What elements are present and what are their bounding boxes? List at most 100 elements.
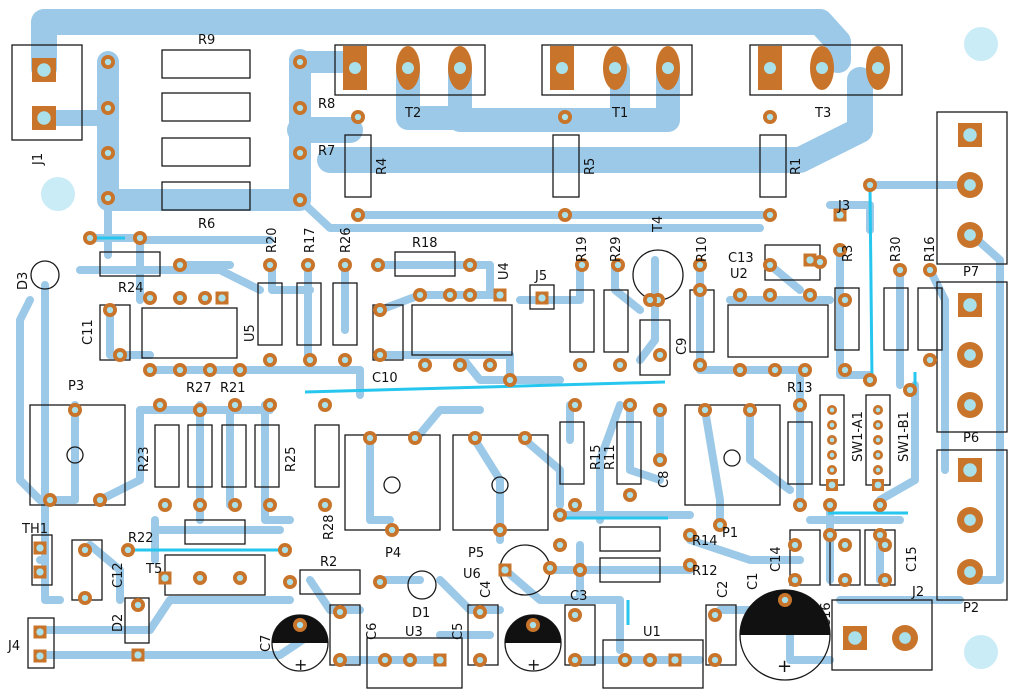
drill-hole [406, 656, 414, 664]
drill-hole [781, 596, 789, 604]
drill-hole [686, 531, 694, 539]
drill-hole [556, 541, 564, 549]
drill-hole [471, 434, 479, 442]
label-c1: C1 [746, 573, 761, 590]
label-u1: U1 [643, 625, 661, 640]
polarity-plus-c16: + [777, 656, 792, 677]
label-c8: C8 [657, 471, 672, 488]
label-r25: R25 [284, 446, 299, 472]
label-r22: R22 [128, 531, 154, 546]
label-p6: P6 [963, 431, 979, 446]
drill-hole [196, 574, 204, 582]
drill-hole [496, 291, 504, 299]
drill-hole [578, 261, 586, 269]
drill-hole [46, 496, 54, 504]
drill-hole [104, 194, 112, 202]
drill-hole [296, 149, 304, 157]
drill-hole [609, 62, 621, 74]
label-c5: C5 [451, 623, 466, 640]
drill-hole [116, 351, 124, 359]
label-u5: U5 [243, 324, 258, 342]
label-c9: C9 [675, 338, 690, 355]
drill-hole [134, 601, 142, 609]
drill-hole [801, 366, 809, 374]
drill-hole [686, 561, 694, 569]
label-r30: R30 [889, 236, 904, 262]
label-j5: J5 [534, 269, 547, 284]
drill-hole [146, 366, 154, 374]
label-t1: T1 [611, 106, 628, 121]
label-r11: R11 [603, 444, 618, 470]
drill-hole [529, 621, 537, 629]
jumper-wires [90, 187, 917, 625]
drill-hole [646, 656, 654, 664]
label-d1: D1 [412, 606, 430, 621]
label-j4: J4 [7, 639, 20, 654]
drill-hole [621, 656, 629, 664]
drill-hole [124, 546, 132, 554]
drill-hole [829, 407, 835, 413]
drill-hole [711, 611, 719, 619]
drill-hole [436, 656, 444, 664]
drill-hole [736, 366, 744, 374]
drill-hole [266, 261, 274, 269]
label-r21: R21 [220, 381, 246, 396]
drill-hole [218, 294, 226, 302]
drill-hole [848, 631, 862, 645]
label-c15: C15 [905, 546, 920, 572]
label-j2: J2 [911, 585, 924, 600]
drill-hole [196, 501, 204, 509]
drill-hole [829, 467, 835, 473]
drill-hole [176, 294, 184, 302]
drill-hole [86, 234, 94, 242]
drill-hole [106, 306, 114, 314]
label-r6: R6 [198, 217, 215, 232]
label-j1: J1 [31, 153, 46, 166]
drill-hole [104, 58, 112, 66]
polarity-plus-c4: + [527, 655, 540, 674]
drill-hole [875, 437, 881, 443]
label-r8: R8 [318, 97, 335, 112]
drill-hole [826, 531, 834, 539]
drill-hole [671, 656, 679, 664]
drill-hole [791, 541, 799, 549]
drill-hole [411, 434, 419, 442]
drill-hole [964, 514, 976, 526]
drill-hole [231, 501, 239, 509]
drill-hole [266, 501, 274, 509]
drill-hole [36, 568, 44, 576]
drill-hole [614, 261, 622, 269]
drill-hole [456, 361, 464, 369]
drill-hole [764, 62, 776, 74]
drill-hole [806, 291, 814, 299]
drill-hole [876, 501, 884, 509]
label-j3: J3 [837, 199, 850, 214]
drill-hole [146, 294, 154, 302]
drill-hole [963, 298, 977, 312]
drill-hole [506, 376, 514, 384]
drill-hole [376, 351, 384, 359]
label-r29: R29 [609, 236, 624, 262]
label-c2: C2 [716, 581, 731, 598]
label-sw1a1: SW1-A1 [851, 411, 866, 462]
drill-hole [201, 294, 209, 302]
drill-hole [571, 401, 579, 409]
drill-hole [36, 628, 44, 636]
drill-hole [576, 361, 584, 369]
label-u6: U6 [463, 567, 481, 582]
drill-hole [321, 401, 329, 409]
label-r24: R24 [118, 281, 144, 296]
label-p2: P2 [963, 601, 979, 616]
label-r7: R7 [318, 144, 335, 159]
drill-hole [711, 656, 719, 664]
drill-hole [806, 256, 814, 264]
drill-hole [161, 574, 169, 582]
label-r28: R28 [322, 514, 337, 540]
drill-hole [571, 656, 579, 664]
label-r23: R23 [137, 446, 152, 472]
label-c12: C12 [111, 562, 126, 588]
label-c14: C14 [769, 546, 784, 572]
drill-hole [304, 261, 312, 269]
drill-hole [899, 632, 911, 644]
